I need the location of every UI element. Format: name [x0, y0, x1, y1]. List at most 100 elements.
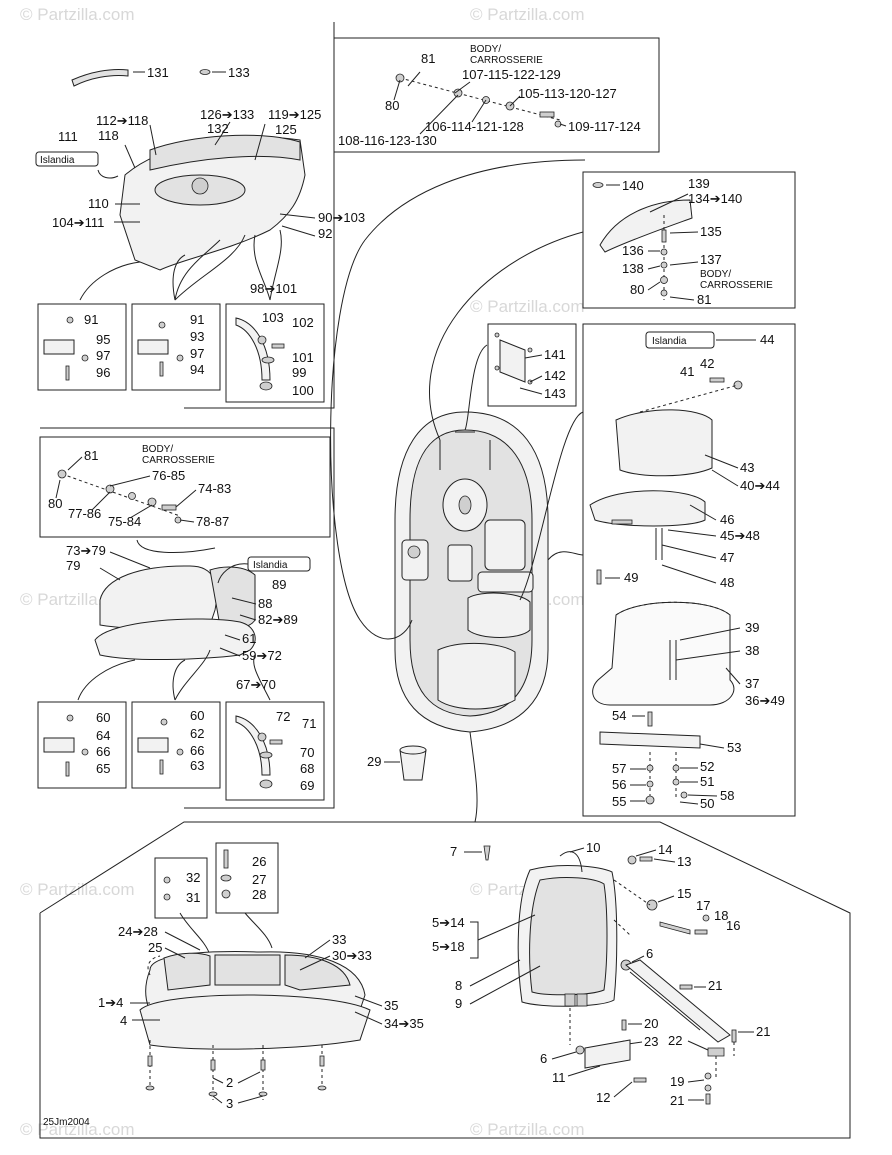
islandia-logo: Islandia — [247, 556, 311, 572]
islandia-logo: Islandia — [645, 331, 715, 349]
callout-110: 110 — [88, 196, 109, 211]
callout-138: 138 — [622, 261, 644, 276]
callout-96: 96 — [96, 365, 110, 380]
callout-58: 58 — [720, 788, 734, 803]
callout-51: 51 — [700, 774, 714, 789]
callout-19: 19 — [670, 1074, 684, 1089]
callout-139: 139 — [688, 176, 710, 191]
cup-holder: 29 — [367, 745, 427, 781]
callout-6b: 6 — [540, 1051, 547, 1066]
box-top-hardware: BODY/ CARROSSERIE 81 80 107-115-122-129 … — [333, 37, 660, 153]
callout-52: 52 — [700, 759, 714, 774]
callout-76: 76-85 — [152, 468, 185, 483]
callout-60: 60 — [190, 708, 204, 723]
callout-22: 22 — [668, 1033, 682, 1048]
backrest-group: 7 10 14 13 15 17 18 16 5➔14 5➔18 8 9 6 — [432, 840, 770, 1108]
callout-141: 141 — [544, 347, 566, 362]
callout-107: 107-115-122-129 — [462, 67, 561, 82]
box-91-96: 91 95 97 96 — [37, 303, 127, 391]
callout-94: 94 — [190, 362, 204, 377]
callout-80: 80 — [630, 282, 644, 297]
body-label: CARROSSERIE — [142, 455, 215, 466]
callout-100: 100 — [292, 383, 314, 398]
body-label: BODY/ — [700, 269, 731, 280]
callout-59: 59➔72 — [242, 648, 282, 663]
callout-66: 66 — [96, 744, 110, 759]
callout-99: 99 — [292, 365, 306, 380]
callout-91: 91 — [84, 312, 98, 327]
callout-44: 44 — [760, 332, 774, 347]
callout-26: 26 — [252, 854, 266, 869]
callout-74: 74-83 — [198, 481, 231, 496]
callout-134: 134➔140 — [688, 191, 742, 206]
box-driver-seat: Islandia 44 42 41 43 40➔44 46 45➔48 47 4… — [582, 323, 796, 817]
rear-cushion-group: 131 133 111 Islandia 112➔118 118 126➔133… — [35, 65, 365, 301]
body-label: BODY/ — [470, 44, 501, 55]
callout-50: 50 — [700, 796, 714, 811]
callout-72: 72 — [276, 709, 290, 724]
callout-43: 43 — [740, 460, 754, 475]
callout-143: 143 — [544, 386, 566, 401]
callout-15: 15 — [677, 886, 691, 901]
footer-code: 25Jm2004 — [43, 1117, 90, 1128]
callout-92: 92 — [318, 226, 332, 241]
callout-137: 137 — [700, 252, 722, 267]
callout-90: 90➔103 — [318, 210, 365, 225]
callout-40: 40➔44 — [740, 478, 780, 493]
callout-77: 77-86 — [68, 506, 101, 521]
callout-70: 70 — [300, 745, 314, 760]
callout-1: 1➔4 — [98, 995, 123, 1010]
callout-13: 13 — [677, 854, 691, 869]
callout-20: 20 — [644, 1016, 658, 1031]
callout-56: 56 — [612, 777, 626, 792]
callout-108: 108-116-123-130 — [338, 133, 437, 148]
callout-69: 69 — [300, 778, 314, 793]
callout-4: 4 — [120, 1013, 127, 1028]
callout-23: 23 — [644, 1034, 658, 1049]
callout-68: 68 — [300, 761, 314, 776]
svg-text:Islandia: Islandia — [40, 155, 75, 166]
box-60-65: 60 64 66 65 — [37, 701, 127, 789]
callout-24: 24➔28 — [118, 924, 158, 939]
callout-66: 66 — [190, 743, 204, 758]
body-label: CARROSSERIE — [470, 55, 543, 66]
callout-81: 81 — [84, 448, 98, 463]
callout-135: 135 — [700, 224, 722, 239]
callout-34: 34➔35 — [384, 1016, 424, 1031]
callout-78: 78-87 — [196, 514, 229, 529]
callout-48: 48 — [720, 575, 734, 590]
callout-136: 136 — [622, 243, 644, 258]
callout-2: 2 — [226, 1075, 233, 1090]
callout-111: 111 — [58, 129, 78, 144]
callout-103: 103 — [262, 310, 284, 325]
callout-142: 142 — [544, 368, 566, 383]
callout-125: 125 — [275, 122, 297, 137]
callout-27: 27 — [252, 872, 266, 887]
callout-75: 75-84 — [108, 514, 141, 529]
callout-25: 25 — [148, 940, 162, 955]
callout-102: 102 — [292, 315, 314, 330]
callout-64: 64 — [96, 728, 110, 743]
callout-98: 98➔101 — [250, 281, 297, 296]
callout-89: 89 — [272, 577, 286, 592]
callout-39: 39 — [745, 620, 759, 635]
callout-126: 126➔133 — [200, 107, 254, 122]
callout-91: 91 — [190, 312, 204, 327]
callout-17: 17 — [696, 898, 710, 913]
callout-71: 71 — [302, 716, 316, 731]
callout-118: 118 — [98, 128, 119, 143]
callout-109: 109-117-124 — [568, 119, 641, 134]
callout-21: 21 — [708, 978, 722, 993]
callout-82: 82➔89 — [258, 612, 298, 627]
bench-seat-group: 32 31 26 27 28 24➔28 25 33 30➔33 1➔4 4 3… — [98, 842, 424, 1111]
box-68-72: 72 71 70 68 69 — [225, 701, 325, 801]
box-91-94: 91 93 97 94 — [131, 303, 221, 391]
leader-curves — [330, 159, 586, 823]
callout-95: 95 — [96, 332, 110, 347]
svg-text:Islandia: Islandia — [652, 336, 687, 347]
callout-112: 112➔118 — [96, 113, 148, 128]
callout-79: 79 — [66, 558, 80, 573]
callout-37: 37 — [745, 676, 759, 691]
callout-21b: 21 — [756, 1024, 770, 1039]
